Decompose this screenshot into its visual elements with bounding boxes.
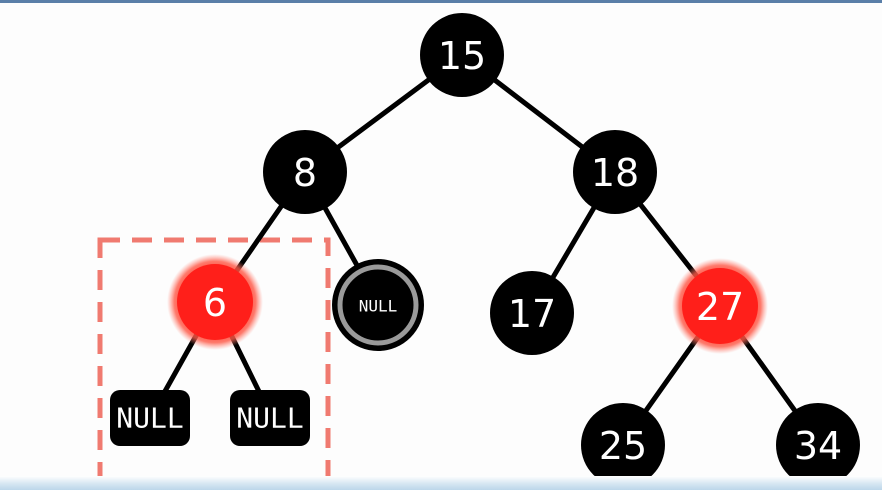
- node-27-label: 27: [696, 285, 744, 329]
- node-27: 27: [672, 258, 768, 354]
- node-17: 17: [490, 271, 574, 355]
- edges: [147, 52, 821, 446]
- null-8-right-label: NULL: [359, 297, 398, 316]
- node-6: 6: [167, 254, 263, 350]
- null-6-right-label: NULL: [236, 402, 303, 435]
- node-15-label: 15: [438, 34, 486, 78]
- node-34-label: 34: [794, 424, 842, 468]
- null-node-8-right: NULL: [332, 259, 424, 351]
- node-18: 18: [573, 130, 657, 214]
- null-6-left-label: NULL: [116, 402, 183, 435]
- node-25: 25: [581, 403, 665, 487]
- null-node-6-right: NULL: [230, 390, 310, 446]
- top-border: [0, 0, 882, 3]
- node-18-label: 18: [591, 151, 639, 195]
- node-34: 34: [776, 403, 860, 487]
- node-25-label: 25: [599, 424, 647, 468]
- bottom-gradient: [0, 476, 882, 490]
- node-8: 8: [263, 130, 347, 214]
- node-15: 15: [420, 13, 504, 97]
- null-node-6-left: NULL: [110, 390, 190, 446]
- node-8-label: 8: [293, 151, 317, 195]
- node-6-label: 6: [203, 281, 227, 325]
- node-17-label: 17: [508, 292, 556, 336]
